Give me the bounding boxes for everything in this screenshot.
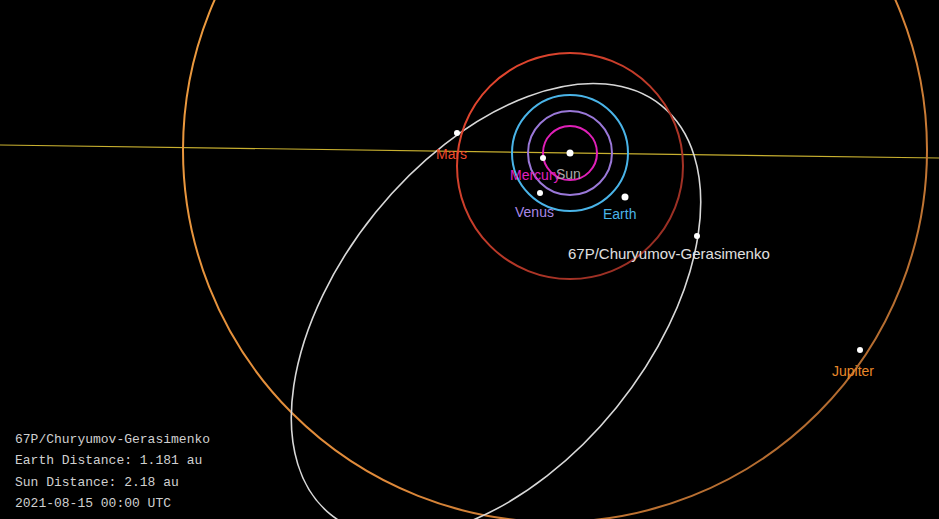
jupiter-dot <box>857 347 863 353</box>
comet-orbit <box>210 8 782 519</box>
venus-dot <box>537 190 543 196</box>
ecliptic-line <box>0 145 939 158</box>
earth-orbit <box>512 95 628 211</box>
sun-dot <box>567 150 574 157</box>
planet-label: Mercury <box>510 168 561 182</box>
planet-label: Mars <box>436 147 467 161</box>
mercury-dot <box>540 155 546 161</box>
info-line: 67P/Churyumov-Gerasimenko <box>15 433 210 446</box>
info-line: Sun Distance: 2.18 au <box>15 476 179 489</box>
mars-dot <box>454 130 460 136</box>
venus-orbit <box>528 111 612 195</box>
planet-label: Earth <box>603 207 636 221</box>
earth-dot <box>622 194 629 201</box>
jupiter-orbit <box>183 0 927 519</box>
planet-label: Jupiter <box>832 364 874 378</box>
info-line: 2021-08-15 00:00 UTC <box>15 497 171 510</box>
star-label: Sun <box>556 167 581 181</box>
comet-dot <box>694 233 700 239</box>
info-line: Earth Distance: 1.181 au <box>15 454 202 467</box>
planet-label: Venus <box>515 205 554 219</box>
comet-label: 67P/Churyumov-Gerasimenko <box>568 246 770 261</box>
